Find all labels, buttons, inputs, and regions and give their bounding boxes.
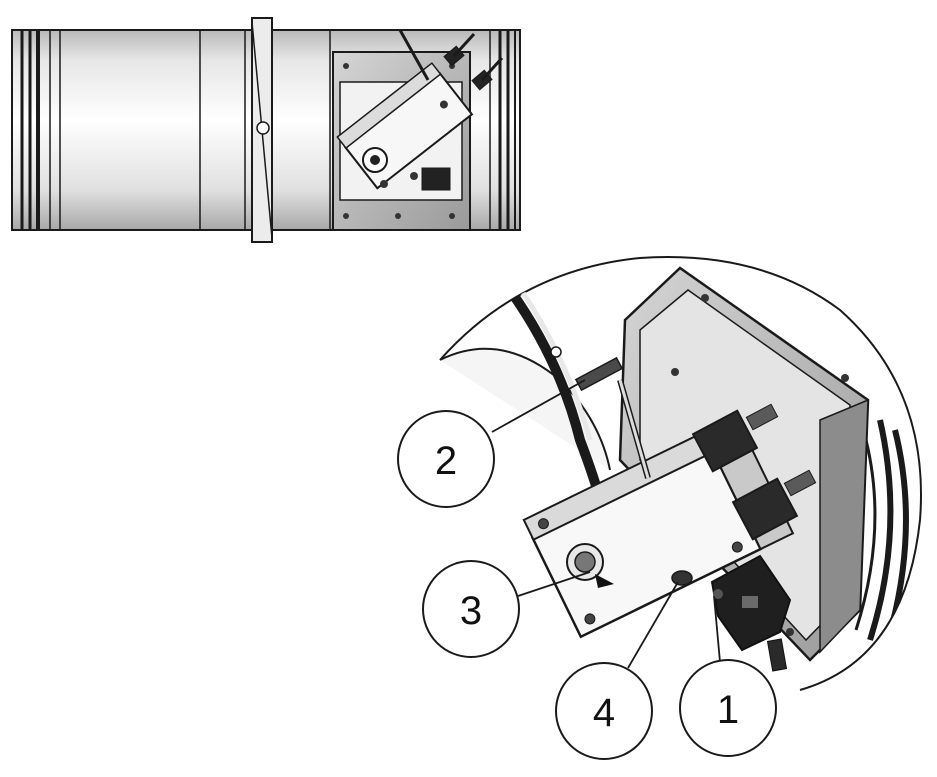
callout-2: 2 <box>397 410 495 508</box>
callout-3: 3 <box>422 560 520 658</box>
callout-4: 4 <box>555 662 653 760</box>
position-indicator <box>671 570 693 586</box>
lever-rod <box>574 356 651 479</box>
damper-side-view <box>11 17 521 243</box>
callout-3-label: 3 <box>460 589 482 633</box>
limit-switch-lower <box>731 469 817 541</box>
callout-leaders <box>491 379 721 669</box>
limit-switch-upper <box>691 403 779 473</box>
callout-4-label: 4 <box>593 691 615 735</box>
flange-hole <box>256 121 270 135</box>
zoom-detail-view: 2 3 4 1 <box>397 256 922 760</box>
right-end-rings <box>489 30 516 230</box>
callout-1-label: 1 <box>717 688 739 732</box>
left-end-rings <box>20 30 61 230</box>
motor-unit <box>710 554 792 672</box>
flange-curve <box>505 287 605 502</box>
callout-1: 1 <box>679 659 777 757</box>
manual-override-knob <box>566 543 614 588</box>
callout-2-label: 2 <box>435 439 457 483</box>
tube-seams <box>199 30 331 230</box>
